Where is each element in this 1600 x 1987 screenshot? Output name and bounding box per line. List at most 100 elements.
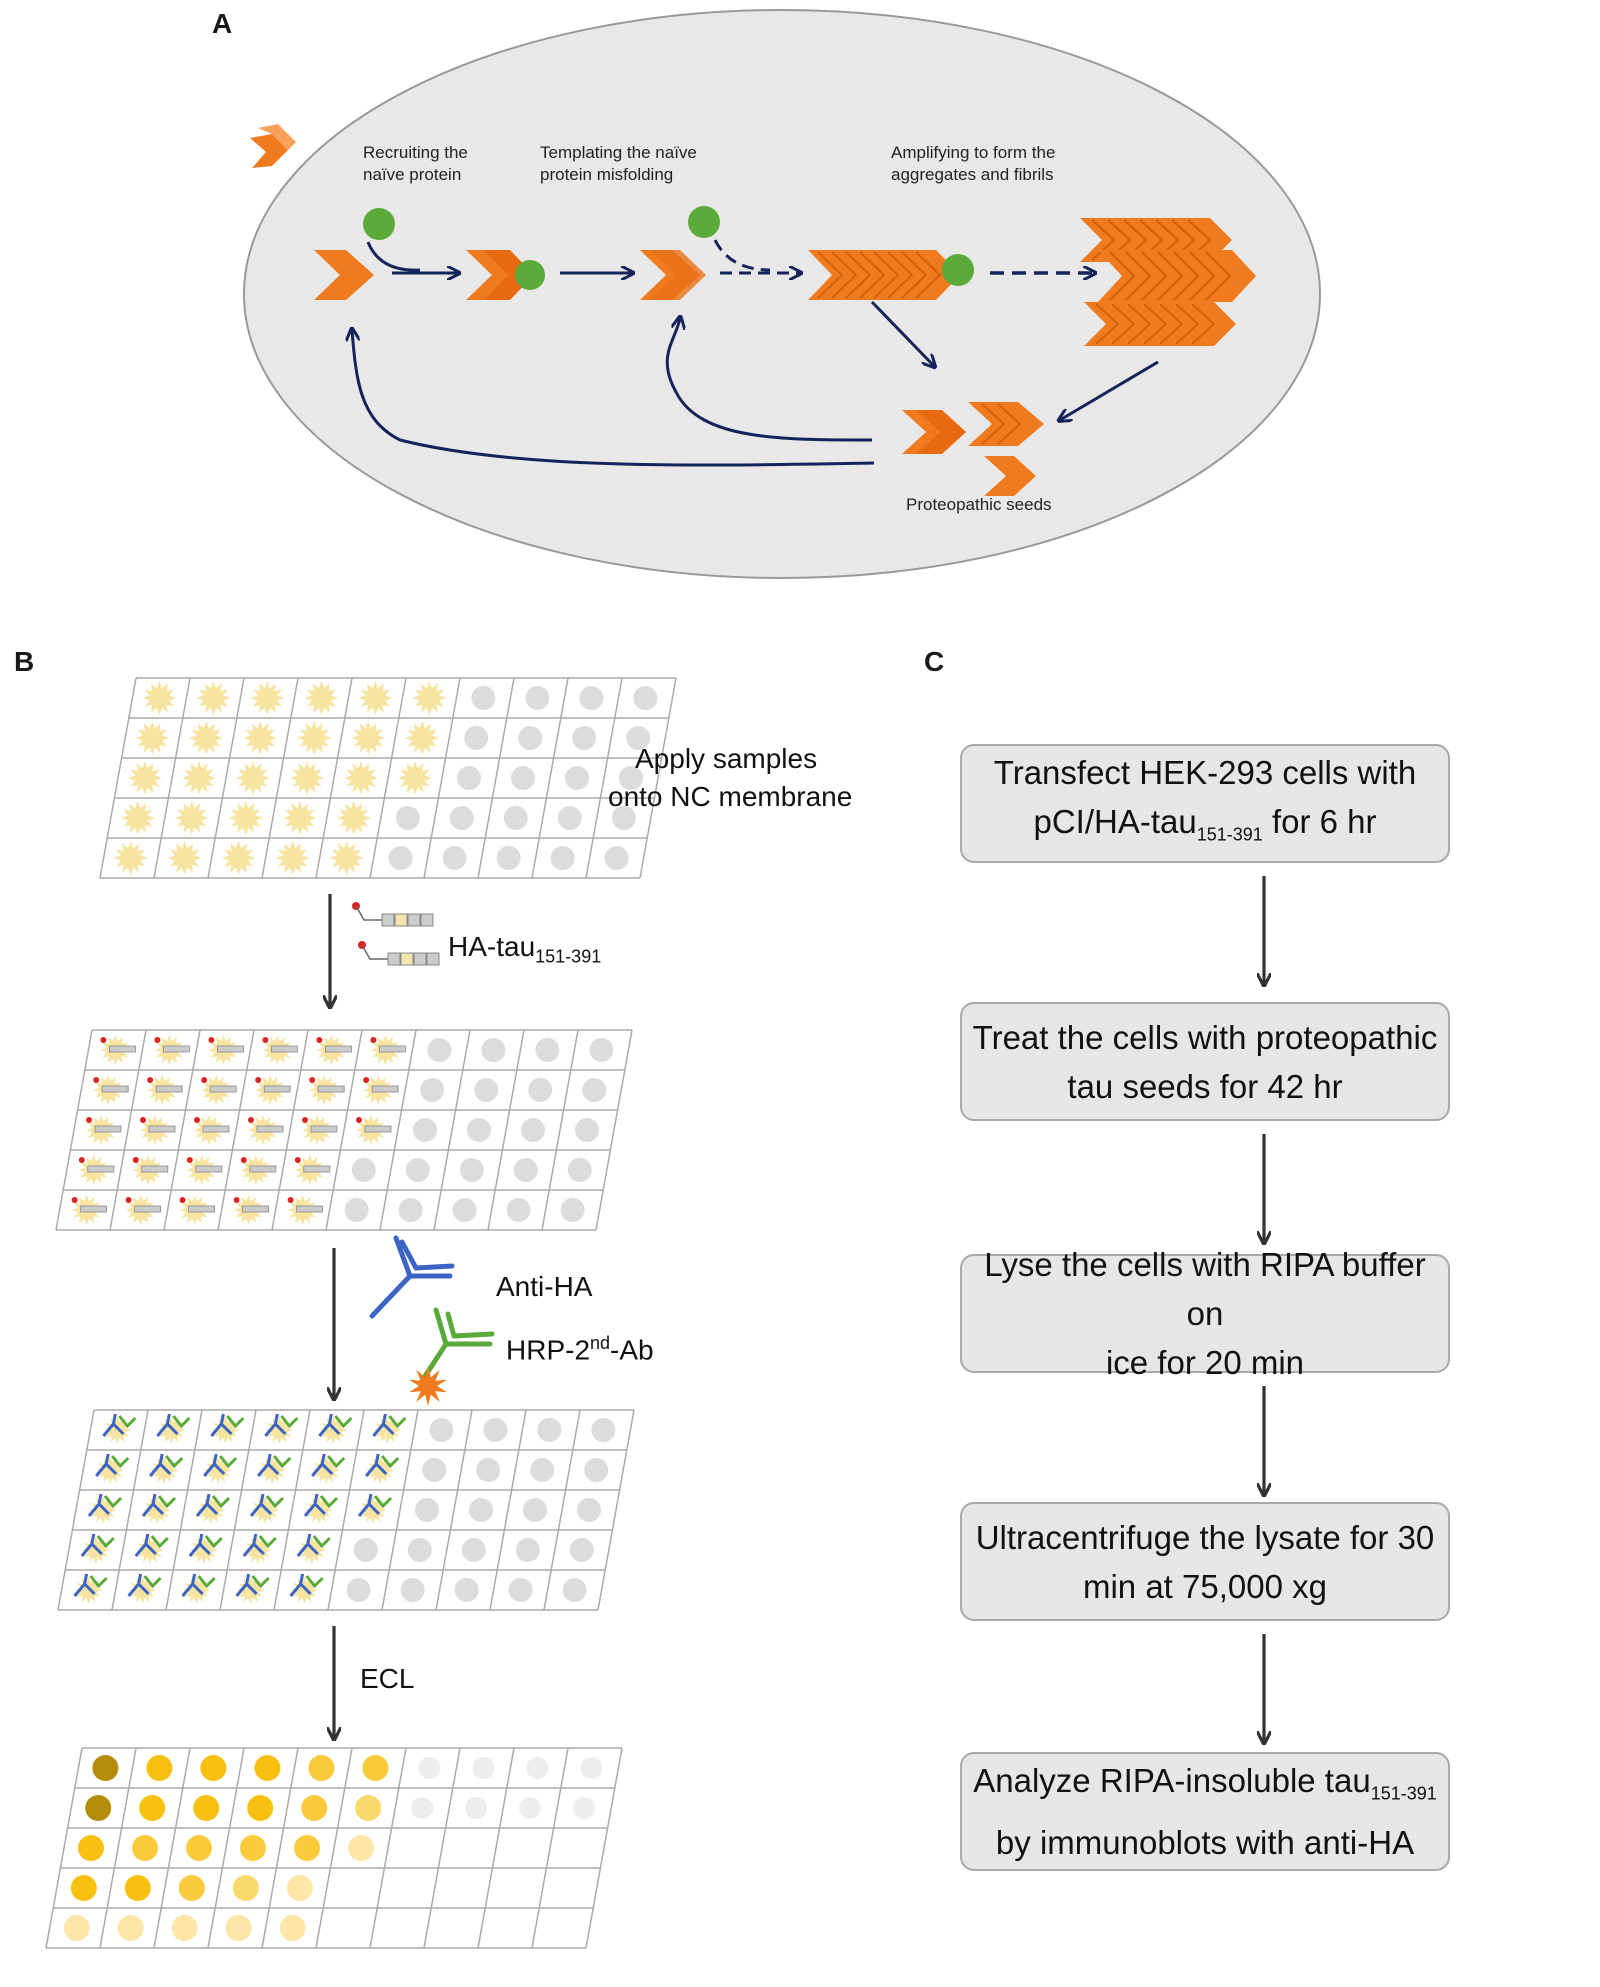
ecl-signal-spot bbox=[117, 1915, 144, 1941]
seed-sample-icon bbox=[243, 721, 278, 755]
ecl-signal-spot bbox=[254, 1755, 281, 1781]
bound-antibody-icon bbox=[141, 1493, 165, 1517]
grey-spot-icon bbox=[481, 1038, 506, 1062]
ha-tag-icon bbox=[302, 1117, 308, 1123]
step-4-line2: min at 75,000 xg bbox=[1082, 1567, 1327, 1605]
grey-spot-icon bbox=[351, 1158, 376, 1182]
grey-spot-icon bbox=[395, 806, 420, 830]
step-2-box: Treat the cells with proteopathic tau se… bbox=[960, 1002, 1450, 1121]
grey-spot-icon bbox=[525, 686, 550, 710]
tau-bound-icon bbox=[87, 1165, 115, 1173]
tau-bound-icon bbox=[371, 1085, 399, 1093]
faint-spot-icon bbox=[519, 1797, 542, 1819]
ha-tag-icon bbox=[240, 1157, 247, 1163]
faint-spot-icon bbox=[411, 1797, 434, 1819]
tau-bound-icon bbox=[188, 1205, 216, 1213]
bound-secondary-icon bbox=[165, 1455, 184, 1469]
tau-segment-icon bbox=[426, 952, 440, 966]
proteopathic-seeds-icon bbox=[902, 402, 1044, 496]
faint-spot-icon bbox=[465, 1797, 488, 1819]
naive-protein-icon bbox=[688, 206, 720, 238]
grey-spot-icon bbox=[471, 686, 496, 710]
seed-sample-icon bbox=[135, 721, 170, 755]
bound-antibody-icon bbox=[203, 1453, 226, 1477]
bound-secondary-icon bbox=[226, 1415, 245, 1429]
bound-antibody-icon bbox=[235, 1573, 258, 1597]
tau-bound-icon bbox=[256, 1125, 284, 1133]
step-3-box: Lyse the cells with RIPA buffer on ice f… bbox=[960, 1246, 1450, 1381]
grey-spot-icon bbox=[503, 806, 528, 830]
bound-secondary-icon bbox=[258, 1535, 277, 1549]
ecl-signal-spot bbox=[308, 1755, 335, 1781]
bound-antibody-icon bbox=[365, 1453, 388, 1477]
grey-spot-icon bbox=[467, 1118, 491, 1142]
stage2-caption: Templating the naïve protein misfolding bbox=[540, 142, 697, 186]
seed-sample-icon bbox=[120, 801, 155, 835]
seed-sample-icon bbox=[282, 801, 317, 835]
tau-bound-icon bbox=[317, 1085, 345, 1093]
grey-spot-icon bbox=[353, 1538, 378, 1562]
step-1-line2: pCI/HA-tau151-391 for 6 hr bbox=[994, 797, 1416, 860]
ha-tag-icon bbox=[294, 1157, 301, 1163]
seed-sample-icon bbox=[336, 801, 371, 835]
tau-segment-icon bbox=[381, 913, 395, 927]
step-5-line1-sub: 151-391 bbox=[1370, 1783, 1437, 1804]
grey-spot-icon bbox=[565, 766, 589, 790]
panel-a-letter: A bbox=[212, 8, 233, 39]
seed-chevron-icon bbox=[314, 250, 374, 300]
seed-sample-icon bbox=[221, 841, 256, 875]
grey-spot-icon bbox=[562, 1578, 587, 1602]
bound-antibody-icon bbox=[264, 1413, 287, 1437]
ha-tag-icon bbox=[86, 1117, 92, 1123]
faint-spot-icon bbox=[472, 1757, 495, 1779]
seed-sample-icon bbox=[182, 761, 216, 795]
ha-tag-icon bbox=[93, 1077, 100, 1083]
tau-bound-icon bbox=[202, 1125, 230, 1133]
hrp-antibody-icon bbox=[417, 1307, 495, 1387]
aggregate-chain-icon bbox=[808, 250, 960, 300]
tau-segment-icon bbox=[400, 952, 414, 966]
bound-secondary-icon bbox=[96, 1535, 115, 1549]
grey-spot-icon bbox=[452, 1198, 477, 1222]
bound-secondary-icon bbox=[334, 1415, 353, 1429]
membrane-grid-3 bbox=[57, 1409, 635, 1611]
ha-tag-icon bbox=[186, 1157, 193, 1163]
ecl-signal-spot bbox=[146, 1755, 173, 1781]
ecl-signal-spot bbox=[139, 1795, 166, 1821]
proteopathic-seeds-label: Proteopathic seeds bbox=[906, 495, 1052, 514]
tau-bound-icon bbox=[378, 1045, 406, 1053]
tau-bound-icon bbox=[324, 1045, 352, 1053]
ecl-signal-spot bbox=[186, 1835, 212, 1861]
grey-spot-icon bbox=[415, 1498, 439, 1522]
bound-antibody-icon bbox=[257, 1453, 280, 1477]
seed-sample-icon bbox=[228, 801, 263, 835]
tau-bound-icon bbox=[249, 1165, 277, 1173]
grey-spot-icon bbox=[589, 1038, 614, 1062]
grey-spot-icon bbox=[633, 686, 658, 710]
bound-antibody-icon bbox=[289, 1573, 312, 1597]
seed-sample-icon bbox=[409, 1366, 447, 1406]
bound-secondary-icon bbox=[280, 1415, 299, 1429]
membrane-grid-1 bbox=[99, 677, 677, 879]
ha-tag-icon bbox=[140, 1117, 146, 1123]
anti-ha-antibody-icon bbox=[369, 1235, 455, 1319]
stage1-line1: Recruiting the bbox=[363, 143, 468, 162]
seed-sample-icon bbox=[297, 721, 332, 755]
bound-antibody-icon bbox=[318, 1413, 341, 1437]
membrane-grid-4 bbox=[45, 1747, 623, 1949]
grey-spot-icon bbox=[398, 1198, 423, 1222]
bound-secondary-icon bbox=[327, 1455, 346, 1469]
grey-spot-icon bbox=[619, 766, 643, 790]
grey-spot-icon bbox=[626, 726, 651, 750]
step-5-line1: Analyze RIPA-insoluble tau151-391 bbox=[973, 1756, 1437, 1819]
seed-sample-icon bbox=[196, 681, 231, 715]
grey-spot-icon bbox=[569, 1538, 594, 1562]
ha-tag-icon bbox=[370, 1037, 377, 1043]
grey-spot-icon bbox=[528, 1078, 553, 1102]
bound-secondary-icon bbox=[197, 1575, 216, 1589]
grey-spot-icon bbox=[405, 1158, 430, 1182]
ha-tag-icon bbox=[233, 1197, 240, 1203]
grey-spot-icon bbox=[407, 1538, 432, 1562]
grey-spot-icon bbox=[483, 1418, 508, 1442]
